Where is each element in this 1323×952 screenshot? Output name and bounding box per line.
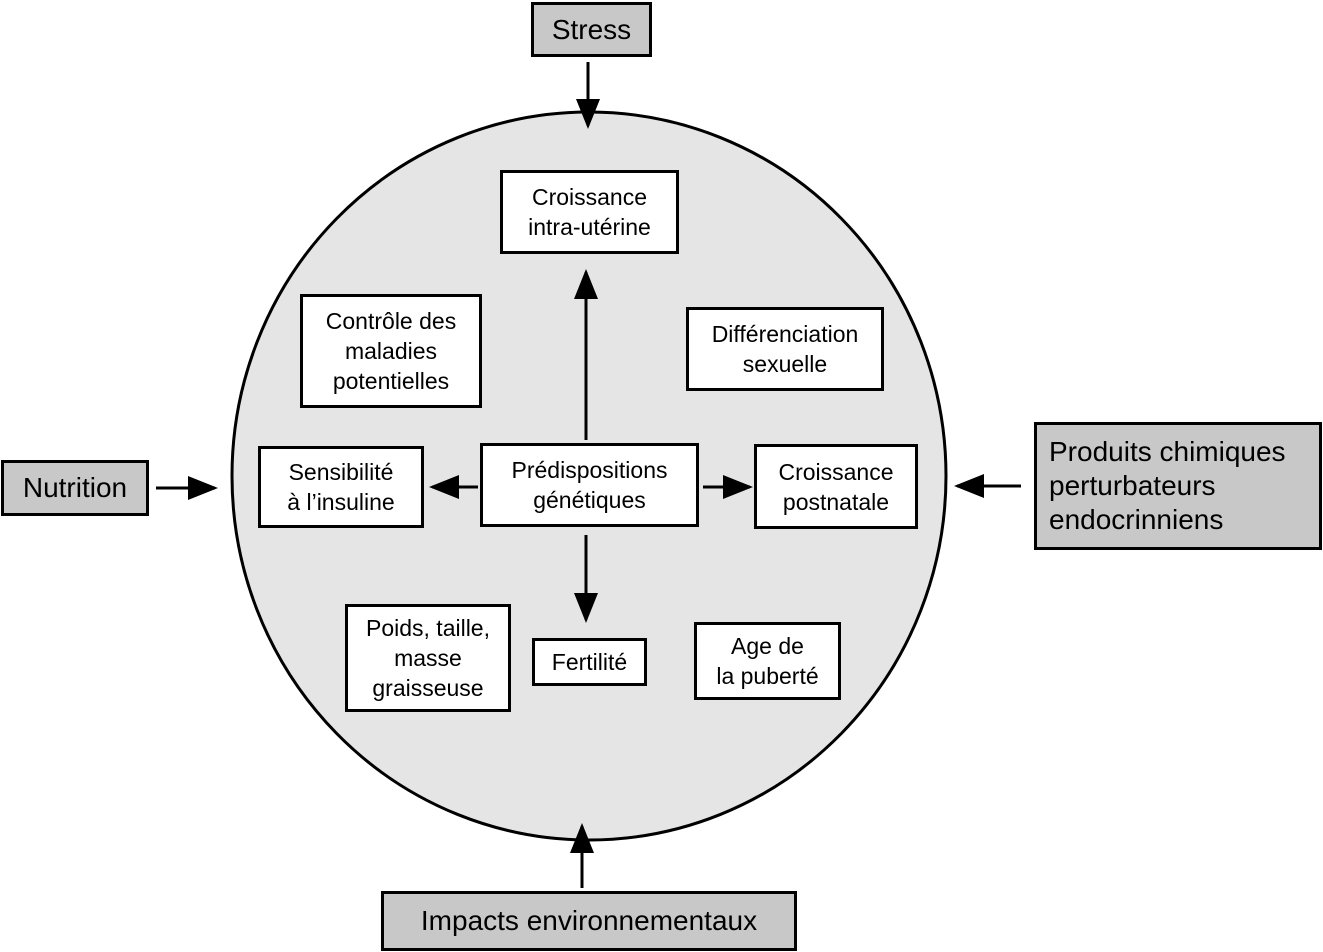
- outcome-sexual-differentiation: Différenciation sexuelle: [686, 307, 884, 391]
- outcome-intrauterine-growth: Croissance intra-utérine: [500, 170, 679, 254]
- outcome-puberty-age: Age de la puberté: [694, 622, 841, 700]
- external-factor-nutrition: Nutrition: [1, 460, 149, 516]
- outcome-postnatal-growth: Croissance postnatale: [754, 444, 918, 529]
- outcome-disease-control: Contrôle des maladies potentielles: [300, 294, 482, 408]
- external-factor-environmental-impacts: Impacts environnementaux: [381, 891, 797, 951]
- outcome-fertility: Fertilité: [532, 638, 647, 686]
- outcome-weight-height-fat: Poids, taille, masse graisseuse: [345, 604, 511, 712]
- outcome-insulin-sensitivity: Sensibilité à l’insuline: [258, 446, 424, 528]
- center-genetic-predispositions: Prédispositions génétiques: [480, 443, 699, 527]
- external-factor-stress: Stress: [531, 2, 652, 57]
- external-factor-endocrine-disruptors: Produits chimiques perturbateurs endocri…: [1034, 422, 1322, 550]
